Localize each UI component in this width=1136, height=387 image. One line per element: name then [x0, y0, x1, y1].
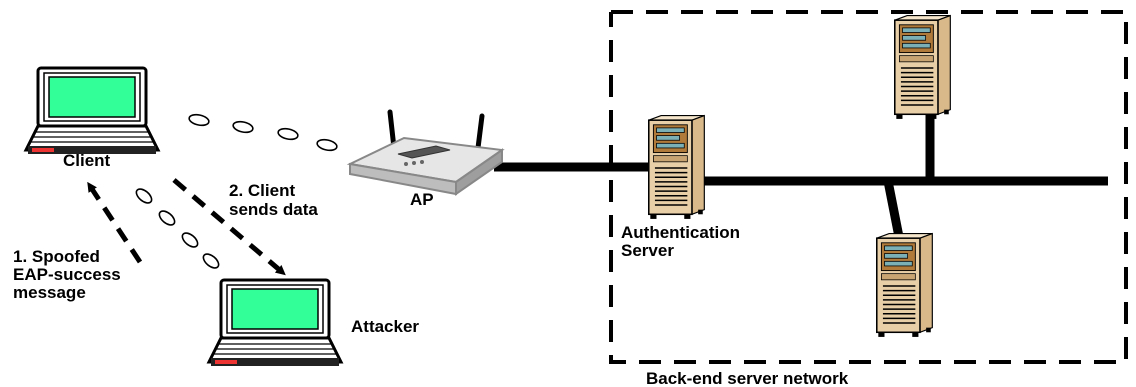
wireless-signal-client-attacker	[135, 188, 220, 269]
arrow-spoofed-eap-success	[87, 181, 143, 264]
client-laptop-icon	[24, 66, 160, 156]
attacker-label: Attacker	[351, 317, 419, 336]
step2-label-line1: 2. Client	[229, 181, 295, 200]
authentication-server-icon	[647, 114, 706, 220]
ap-label: AP	[410, 190, 434, 209]
wireless-signal-client-ap	[188, 113, 338, 152]
backbone-to-bottom-server-link	[883, 180, 905, 243]
auth-server-label-line1: Authentication	[621, 223, 740, 242]
step2-label-line2: sends data	[229, 200, 318, 219]
step1-label-line2: EAP-success	[13, 265, 121, 284]
step1-label-line1: 1. Spoofed	[13, 247, 100, 266]
attacker-laptop-icon	[207, 278, 343, 368]
auth-server-label-line2: Server	[621, 241, 674, 260]
top-server-icon	[893, 14, 952, 120]
step1-label-line3: message	[13, 283, 86, 302]
bottom-server-icon	[875, 232, 934, 338]
backend-network-label: Back-end server network	[646, 369, 849, 387]
client-label: Client	[63, 151, 111, 170]
access-point-icon	[350, 112, 502, 194]
